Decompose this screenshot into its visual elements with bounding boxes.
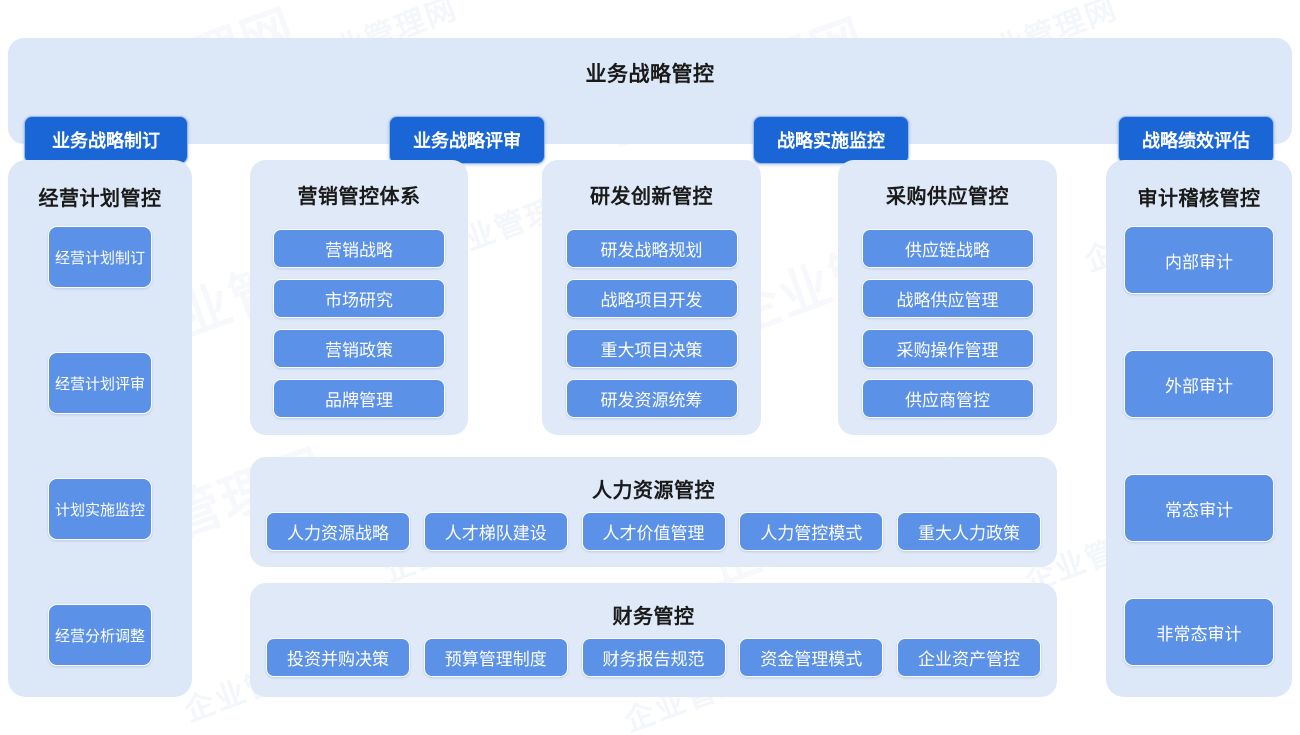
hr-item-major-policy[interactable]: 重大人力政策	[897, 512, 1041, 551]
procurement-item-supply-chain-strategy[interactable]: 供应链战略	[861, 229, 1034, 268]
marketing-item-strategy[interactable]: 营销战略	[273, 229, 445, 268]
hr-item-talent-value[interactable]: 人才价值管理	[581, 512, 726, 551]
rd-item-strategy-planning[interactable]: 研发战略规划	[565, 229, 738, 268]
rd-card-title: 研发创新管控	[590, 186, 713, 208]
procurement-item-operations[interactable]: 采购操作管理	[861, 329, 1034, 368]
plan-item-analysis[interactable]: 经营分析调整	[48, 604, 152, 666]
finance-band: 财务管控 投资并购决策 预算管理制度 财务报告规范 资金管理模式 企业资产管控	[250, 583, 1057, 697]
operating-plan-panel: 经营计划管控 经营计划制订 经营计划评审 计划实施监控 经营分析调整	[8, 160, 192, 697]
audit-panel-title: 审计稽核管控	[1137, 188, 1261, 210]
procurement-card-title: 采购供应管控	[886, 186, 1009, 208]
marketing-card-title: 营销管控体系	[297, 186, 421, 208]
hr-item-row: 人力资源战略 人才梯队建设 人才价值管理 人力管控模式 重大人力政策	[266, 512, 1041, 551]
finance-item-reporting-norms[interactable]: 财务报告规范	[581, 638, 726, 677]
audit-panel: 审计稽核管控 内部审计 外部审计 常态审计 非常态审计	[1106, 160, 1292, 697]
marketing-card: 营销管控体系 营销战略 市场研究 营销政策 品牌管理	[250, 160, 468, 435]
hr-item-talent-pipeline[interactable]: 人才梯队建设	[423, 512, 568, 551]
operating-plan-title: 经营计划管控	[38, 188, 162, 210]
procurement-item-supplier-control[interactable]: 供应商管控	[861, 379, 1034, 418]
business-strategy-title: 业务战略管控	[585, 63, 715, 86]
rd-innovation-card: 研发创新管控 研发战略规划 战略项目开发 重大项目决策 研发资源统筹	[542, 160, 761, 435]
hr-item-control-model[interactable]: 人力管控模式	[739, 512, 884, 551]
plan-item-monitor[interactable]: 计划实施监控	[48, 478, 152, 540]
header-button-strategy-review[interactable]: 业务战略评审	[389, 116, 545, 164]
rd-item-resource-coordination[interactable]: 研发资源统筹	[565, 379, 738, 418]
header-button-strategy-formulation[interactable]: 业务战略制订	[24, 116, 188, 164]
business-strategy-panel: 业务战略管控 业务战略制订 业务战略评审 战略实施监控 战略绩效评估	[8, 38, 1292, 164]
plan-item-review[interactable]: 经营计划评审	[48, 352, 152, 414]
human-resources-band: 人力资源管控 人力资源战略 人才梯队建设 人才价值管理 人力管控模式 重大人力政…	[250, 457, 1057, 567]
hr-item-strategy[interactable]: 人力资源战略	[266, 512, 410, 551]
header-button-implementation-monitor[interactable]: 战略实施监控	[753, 116, 909, 164]
finance-item-row: 投资并购决策 预算管理制度 财务报告规范 资金管理模式 企业资产管控	[266, 638, 1041, 677]
audit-item-internal[interactable]: 内部审计	[1124, 226, 1274, 294]
procurement-item-strategic-supply[interactable]: 战略供应管理	[861, 279, 1034, 318]
procurement-supply-card: 采购供应管控 供应链战略 战略供应管理 采购操作管理 供应商管控	[838, 160, 1057, 435]
header-button-performance-evaluation[interactable]: 战略绩效评估	[1118, 116, 1274, 164]
audit-item-routine[interactable]: 常态审计	[1124, 474, 1274, 542]
finance-item-investment-ma[interactable]: 投资并购决策	[266, 638, 410, 677]
audit-item-external[interactable]: 外部审计	[1124, 350, 1274, 418]
hr-band-title: 人力资源管控	[592, 480, 715, 502]
finance-item-fund-model[interactable]: 资金管理模式	[739, 638, 884, 677]
marketing-item-research[interactable]: 市场研究	[273, 279, 445, 318]
marketing-item-brand[interactable]: 品牌管理	[273, 379, 445, 418]
rd-item-major-decision[interactable]: 重大项目决策	[565, 329, 738, 368]
audit-item-non-routine[interactable]: 非常态审计	[1124, 598, 1274, 666]
finance-item-budget-system[interactable]: 预算管理制度	[423, 638, 568, 677]
marketing-item-policy[interactable]: 营销政策	[273, 329, 445, 368]
finance-item-asset-control[interactable]: 企业资产管控	[897, 638, 1041, 677]
plan-item-formulation[interactable]: 经营计划制订	[48, 226, 152, 288]
rd-item-project-development[interactable]: 战略项目开发	[565, 279, 738, 318]
finance-band-title: 财务管控	[612, 606, 695, 628]
